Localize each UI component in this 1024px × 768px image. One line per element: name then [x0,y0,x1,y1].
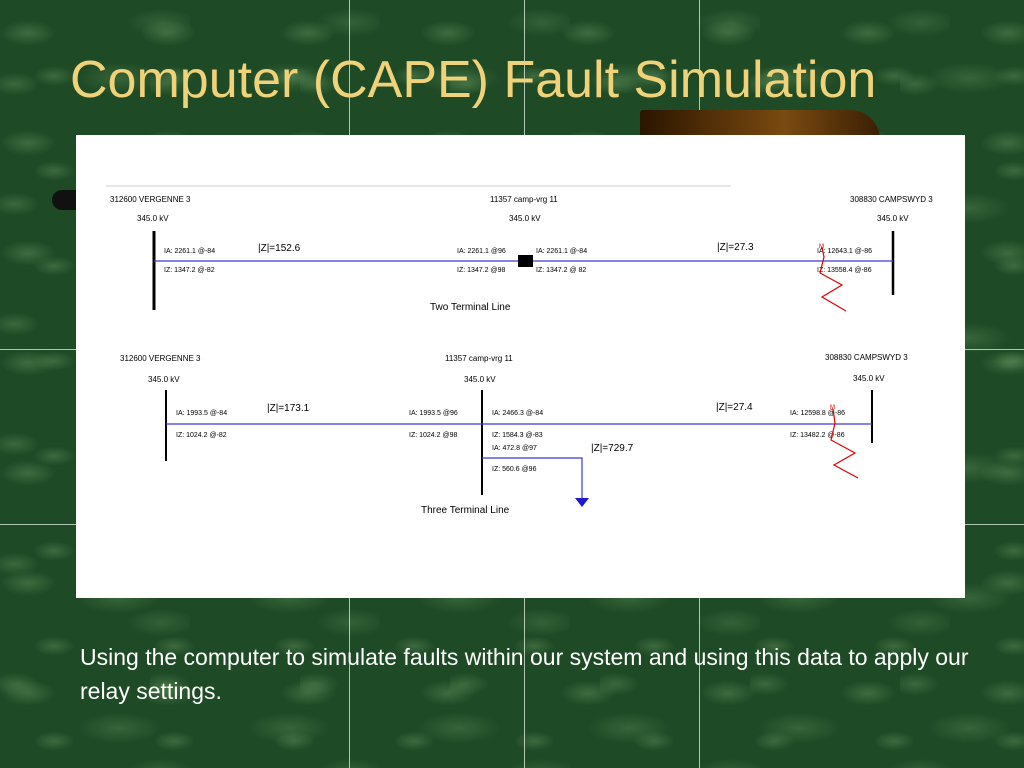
current-ia-mid-right: IA: 2261.1 @-84 [536,248,587,255]
fault-symbol [819,246,847,312]
bus-name-left: 312600 VERGENNE 3 [120,354,201,363]
bus-name-right: 308830 CAMPSWYD 3 [825,353,908,362]
three-terminal-caption: Three Terminal Line [421,505,510,516]
fault-marker-label: M [819,244,824,250]
impedance-tap: |Z|=729.7 [591,443,634,454]
impedance-left: |Z|=173.1 [267,403,310,414]
current-iz-mid-left: IZ: 1347.2 @98 [457,267,505,274]
bus-name-mid: 11357 camp-vrg 11 [490,195,558,204]
fault-symbol [830,408,859,479]
current-iz-mid-left: IZ: 1024.2 @98 [409,432,457,439]
current-iz-right: IZ: 13482.2 @-86 [790,432,845,439]
current-iz-left: IZ: 1347.2 @-82 [164,267,215,274]
bus-kv-right: 345.0 kV [853,374,885,383]
current-iz-right: IZ: 13558.4 @-86 [817,267,872,274]
slide-title: Computer (CAPE) Fault Simulation [70,51,877,109]
current-ia-mid-left: IA: 2261.1 @96 [457,248,506,255]
current-ia-tap: IA: 472.8 @97 [492,445,537,452]
mid-bus-node [518,255,533,267]
current-iz-mid-right: IZ: 1584.3 @-83 [492,432,543,439]
bus-kv-left: 345.0 kV [137,214,169,223]
bus-kv-mid: 345.0 kV [509,214,541,223]
bus-kv-left: 345.0 kV [148,375,180,384]
fault-marker-label: M [830,405,835,411]
impedance-right: |Z|=27.3 [717,242,754,253]
impedance-right: |Z|=27.4 [716,402,753,413]
bus-name-mid: 11357 camp-vrg 11 [445,354,513,363]
impedance-left: |Z|=152.6 [258,243,301,254]
two-terminal-diagram: 312600 VERGENNE 3 345.0 kV 11357 camp-vr… [110,195,933,313]
current-iz-tap: IZ: 560.6 @96 [492,466,537,473]
bus-name-left: 312600 VERGENNE 3 [110,195,191,204]
current-iz-mid-right: IZ: 1347.2 @ 82 [536,267,586,274]
decorative-tab [52,190,80,210]
current-ia-left: IA: 1993.5 @-84 [176,410,227,417]
current-ia-right: IA: 12598.8 @-86 [790,410,845,417]
current-ia-left: IA: 2261.1 @-84 [164,248,215,255]
tap-load-arrow [575,498,589,507]
current-ia-right: IA: 12643.1 @-86 [817,248,872,255]
bus-kv-right: 345.0 kV [877,214,909,223]
bus-name-right: 308830 CAMPSWYD 3 [850,195,933,204]
two-terminal-caption: Two Terminal Line [430,302,511,313]
current-iz-left: IZ: 1024.2 @-82 [176,432,227,439]
current-ia-mid-right: IA: 2466.3 @-84 [492,410,543,417]
tap-line [482,457,583,498]
fault-simulation-figure: 312600 VERGENNE 3 345.0 kV 11357 camp-vr… [76,135,965,598]
current-ia-mid-left: IA: 1993.5 @96 [409,410,458,417]
three-terminal-diagram: 312600 VERGENNE 3 345.0 kV 11357 camp-vr… [120,353,908,516]
slide-caption: Using the computer to simulate faults wi… [80,644,969,704]
bus-kv-mid: 345.0 kV [464,375,496,384]
